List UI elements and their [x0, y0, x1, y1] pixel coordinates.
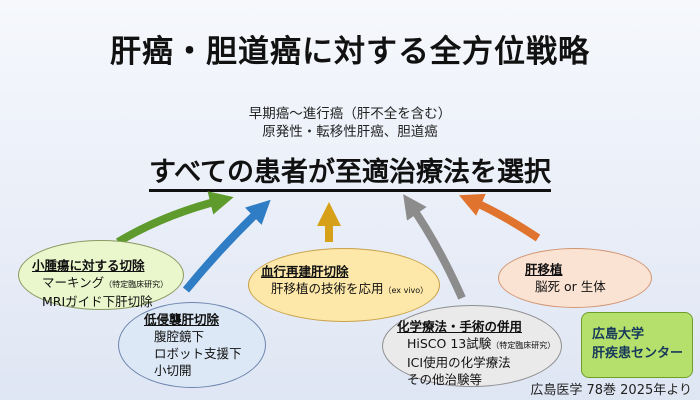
headline: すべての患者が至適治療法を選択 — [0, 150, 700, 192]
citation: 広島医学 78巻 2025年より — [530, 383, 692, 398]
vascular-line1: 肝移植の技術を応用（ex vivo） — [261, 280, 439, 299]
small-tumor-line1: マーキング（特定臨床研究） — [32, 274, 183, 293]
small-tumor-heading: 小腫瘍に対する切除 — [32, 258, 145, 273]
chemo-line3: その他治験等 — [407, 372, 483, 387]
subtitle-line-2: 原発性・転移性肝癌、胆道癌 — [262, 124, 438, 140]
small-tumor-line1-text: マーキング — [42, 275, 105, 290]
vascular-node: 血行再建肝切除 肝移植の技術を応用（ex vivo） — [248, 248, 440, 322]
vascular-line1-note: （ex vivo） — [383, 286, 429, 295]
laparoscopic-line3: 小切開 — [154, 363, 192, 378]
orange-arrow — [459, 193, 541, 242]
green-arrow — [115, 191, 234, 246]
small-tumor-node: 小腫瘍に対する切除 マーキング（特定臨床研究） MRIガイド下肝切除 — [18, 240, 184, 310]
chemo-line1-note: （特定臨床研究） — [491, 341, 556, 350]
page-title: 肝癌・胆道癌に対する全方位戦略 — [110, 34, 590, 70]
subtitle-line-1: 早期癌〜進行癌（肝不全を含む） — [248, 106, 452, 122]
blue-arrow — [182, 199, 271, 293]
laparoscopic-node: 低侵襲肝切除 腹腔鏡下 ロボット支援下 小切開 — [118, 302, 266, 388]
laparoscopic-line2: ロボット支援下 — [154, 346, 242, 361]
headline-text: すべての患者が至適治療法を選択 — [148, 157, 552, 192]
chemo-line1: HiSCO 13試験（特定臨床研究） — [397, 335, 561, 354]
chemo-line2: ICI使用の化学療法 — [407, 355, 511, 370]
transplant-node: 肝移植 脳死 or 生体 — [498, 248, 652, 308]
chemo-heading: 化学療法・手術の併用 — [397, 319, 523, 334]
chemo-node: 化学療法・手術の併用 HiSCO 13試験（特定臨床研究） ICI使用の化学療法… — [382, 305, 562, 387]
org-label-line2: 肝疾患センター — [592, 346, 684, 361]
laparoscopic-heading: 低侵襲肝切除 — [144, 312, 220, 327]
org-label-line1: 広島大学 — [592, 327, 645, 342]
org-label-box: 広島大学 肝疾患センター — [581, 312, 693, 378]
transplant-heading: 肝移植 — [525, 262, 563, 277]
chemo-line1-text: HiSCO 13試験 — [407, 336, 492, 351]
vascular-line1-text: 肝移植の技術を応用 — [271, 281, 384, 296]
transplant-line1: 脳死 or 生体 — [535, 279, 606, 294]
vascular-heading: 血行再建肝切除 — [261, 264, 349, 279]
gray-arrow — [403, 194, 466, 300]
laparoscopic-line1: 腹腔鏡下 — [154, 329, 205, 344]
small-tumor-line1-note: （特定臨床研究） — [104, 280, 169, 289]
small-tumor-line2: MRIガイド下肝切除 — [42, 294, 153, 309]
